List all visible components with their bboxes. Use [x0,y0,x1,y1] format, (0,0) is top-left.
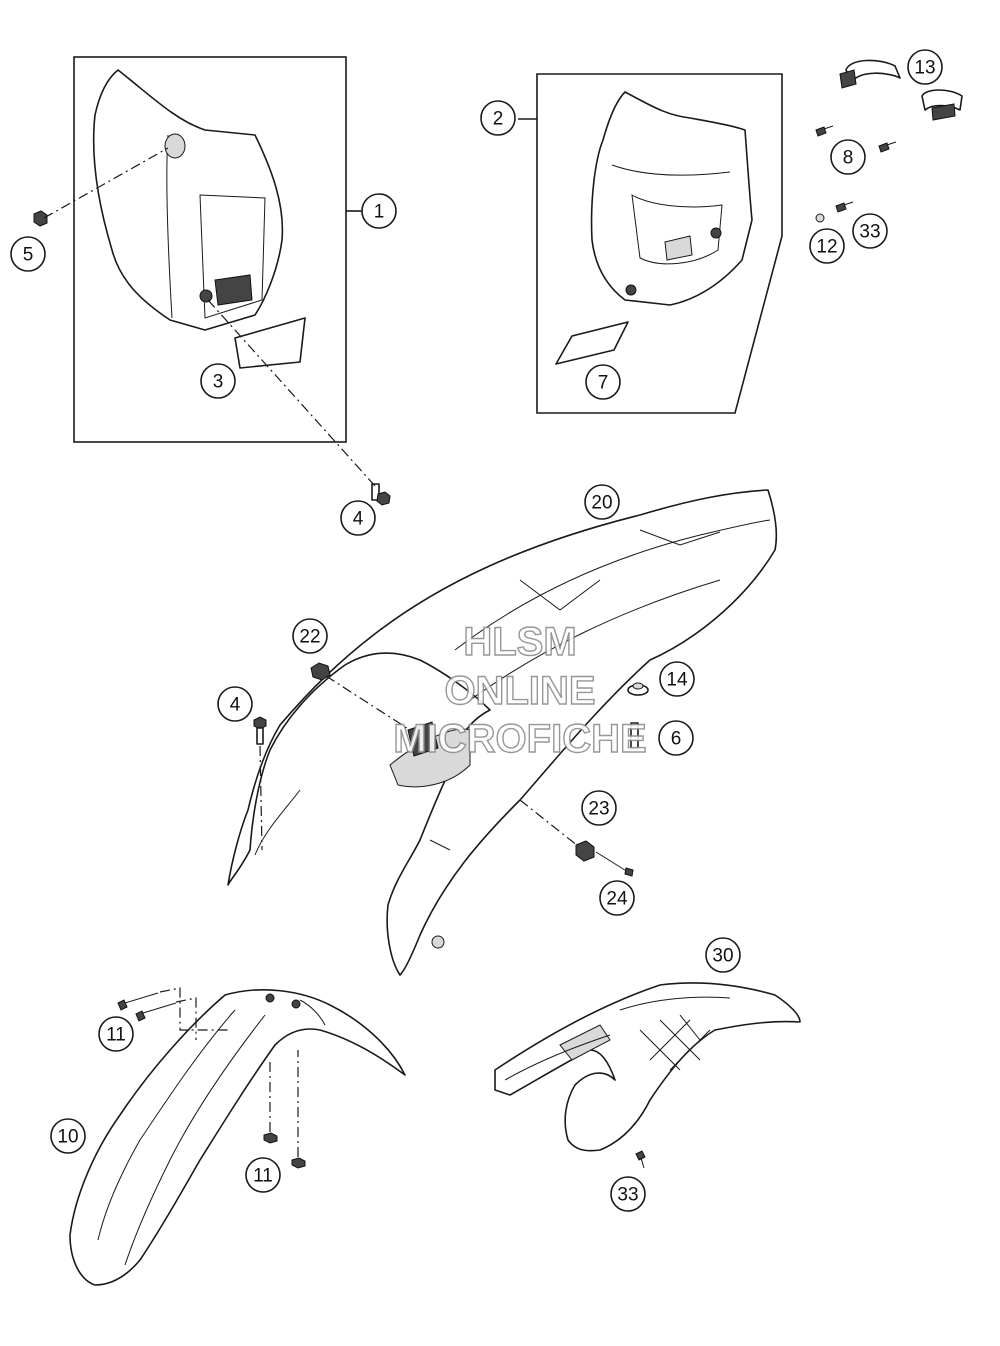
callout-10: 10 [50,1118,86,1154]
callout-33-bottom: 33 [610,1176,646,1212]
watermark-line1: HLSM [463,620,576,664]
svg-text:8: 8 [843,148,854,169]
callout-1: 1 [361,193,397,229]
grommet-part-14 [627,682,649,696]
screw-part-11-bottom [263,1132,306,1169]
callout-4-top: 4 [340,500,376,536]
svg-text:10: 10 [57,1127,78,1148]
screw-part-33-bottom [635,1150,646,1169]
callout-6: 6 [658,720,694,756]
bolt-part-4-mid [253,716,267,745]
callout-11-top: 11 [98,1016,134,1052]
callout-22: 22 [292,618,328,654]
alt-mask-sticker-part [555,321,629,365]
callout-20: 20 [584,484,620,520]
svg-text:13: 13 [914,58,935,79]
svg-text:24: 24 [606,889,628,910]
callout-30: 30 [705,937,741,973]
callout-7: 7 [585,364,621,400]
headlight-mask-part [92,69,284,331]
svg-text:23: 23 [588,799,609,820]
callout-12: 12 [809,228,845,264]
callout-13: 13 [907,49,943,85]
washer-part-12 [815,213,825,223]
nut-part-22 [310,662,331,681]
screw-part-6 [630,722,639,750]
svg-text:20: 20 [591,493,612,514]
callout-2: 2 [480,100,516,136]
front-fender-part [69,989,406,1286]
callout-14: 14 [659,661,695,697]
callout-23: 23 [581,790,617,826]
mask-sticker-part [234,317,306,369]
rear-fender-part [227,489,778,976]
svg-text:4: 4 [230,695,241,716]
callout-11-bottom: 11 [245,1157,281,1193]
callout-8: 8 [830,139,866,175]
svg-text:5: 5 [23,245,34,266]
alt-headlight-mask-part [590,91,753,306]
screw-part-8 [815,125,897,153]
svg-text:11: 11 [253,1166,273,1187]
callout-3: 3 [200,363,236,399]
svg-text:22: 22 [299,627,320,648]
svg-text:11: 11 [106,1025,126,1046]
screw-part-24 [595,851,634,877]
svg-text:12: 12 [816,237,837,258]
callout-33-top: 33 [852,213,888,249]
screw-part-33-top [835,201,854,213]
callout-5: 5 [10,236,46,272]
svg-text:14: 14 [666,670,688,691]
callout-4-mid: 4 [217,686,253,722]
rear-subframe-part [494,982,801,1152]
nut-part-23 [575,840,595,862]
svg-text:3: 3 [213,372,224,393]
svg-text:6: 6 [671,729,682,750]
screw-part-11-top [117,992,177,1022]
assembly-frame-1 [73,56,347,443]
svg-text:2: 2 [493,109,504,130]
bolt-part-4-top [371,483,391,506]
bolt-part-5 [33,210,48,227]
svg-text:7: 7 [598,373,609,394]
svg-text:4: 4 [353,509,364,530]
clamp-part-13 [839,59,963,121]
svg-text:33: 33 [859,222,880,243]
watermark-line2: ONLINE [444,669,595,713]
svg-text:1: 1 [374,202,385,223]
callout-24: 24 [599,880,635,916]
svg-text:33: 33 [617,1185,638,1206]
watermark-line3: MICROFICHE [393,717,646,761]
assembly-frame-2 [536,73,783,414]
watermark: HLSM ONLINE MICROFICHE [393,619,648,761]
svg-text:30: 30 [712,946,733,967]
